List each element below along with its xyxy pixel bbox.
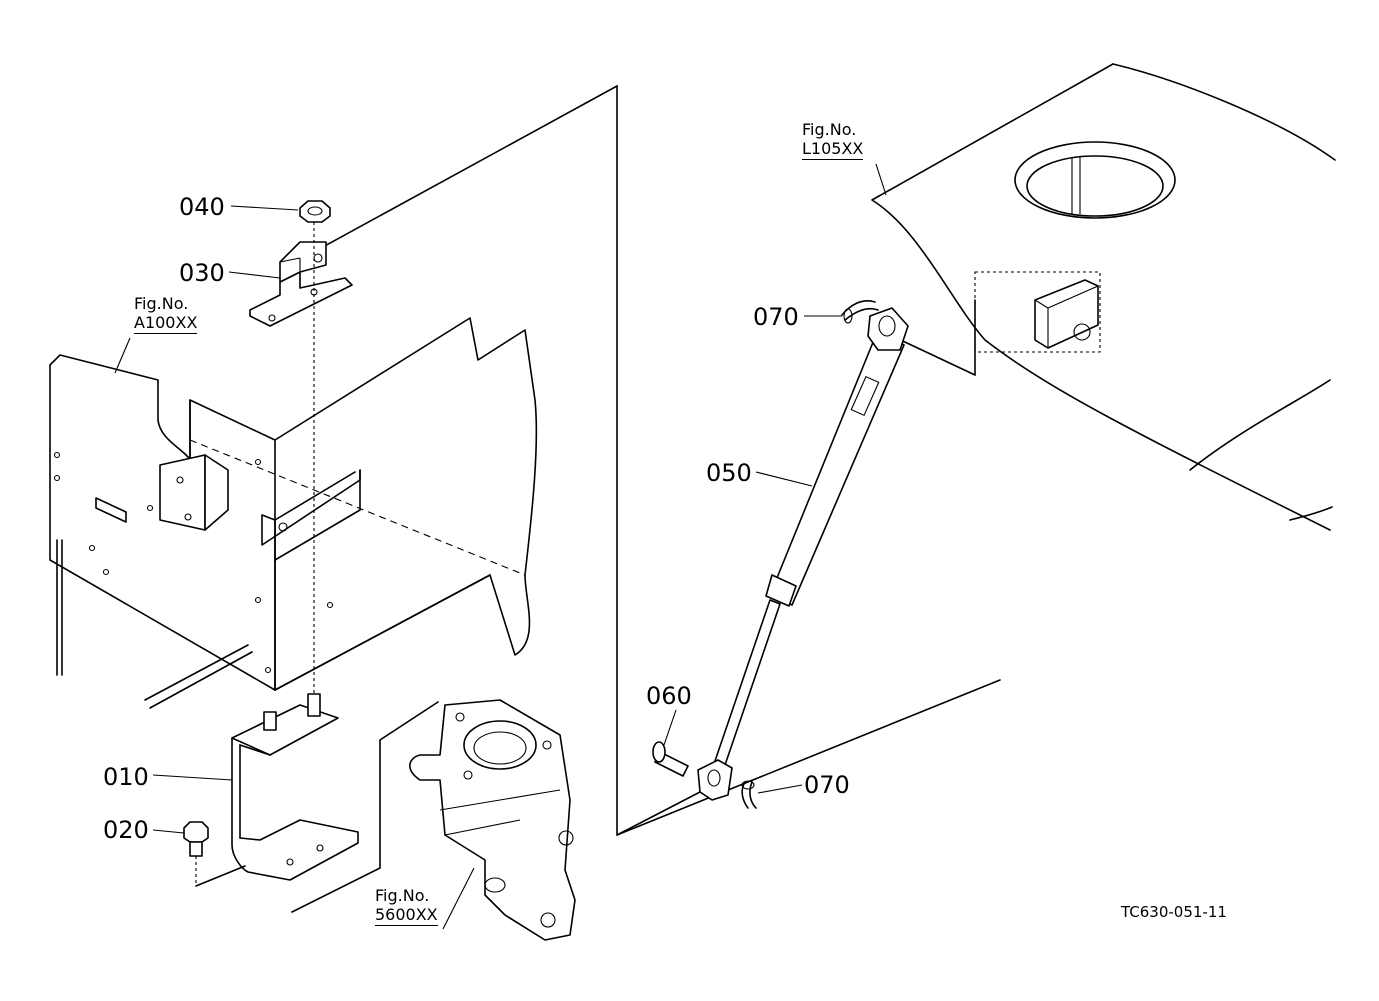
- drawing-id: TC630-051-11: [1121, 903, 1227, 921]
- gas-spring-050: [697, 307, 909, 801]
- figure-ref-code: L105XX: [802, 139, 864, 161]
- hood: [871, 63, 1336, 531]
- figure-ref-prefix: Fig.No.: [375, 886, 430, 905]
- frame-panel-outline: [289, 85, 1001, 836]
- figure-ref-prefix: Fig.No.: [802, 120, 857, 139]
- part-number-070-bottom: 070: [804, 771, 850, 799]
- figure-ref-5600xx[interactable]: Fig.No. 5600XX: [375, 886, 438, 927]
- bracket-030: [249, 241, 353, 327]
- part-number-070-top: 070: [753, 303, 799, 331]
- clip-070-bottom: [741, 780, 757, 809]
- figure-ref-code: 5600XX: [375, 905, 438, 927]
- part-number-060: 060: [646, 682, 692, 710]
- bolt-020: [183, 821, 209, 886]
- leader-lines: [114, 163, 887, 930]
- figure-ref-code: A100XX: [134, 313, 198, 335]
- part-number-020: 020: [103, 816, 149, 844]
- figure-ref-prefix: Fig.No.: [134, 294, 189, 313]
- part-number-050: 050: [706, 459, 752, 487]
- clip-070-top: [841, 300, 879, 324]
- nut-040: [299, 200, 331, 223]
- pin-060: [652, 741, 689, 777]
- part-number-030: 030: [179, 259, 225, 287]
- mounting-panel: [49, 317, 538, 709]
- steering-unit: [409, 699, 576, 941]
- part-number-010: 010: [103, 763, 149, 791]
- figure-ref-l105xx[interactable]: Fig.No. L105XX: [802, 120, 864, 161]
- bracket-010: [195, 693, 439, 913]
- figure-ref-a100xx[interactable]: Fig.No. A100XX: [134, 294, 198, 335]
- part-number-040: 040: [179, 193, 225, 221]
